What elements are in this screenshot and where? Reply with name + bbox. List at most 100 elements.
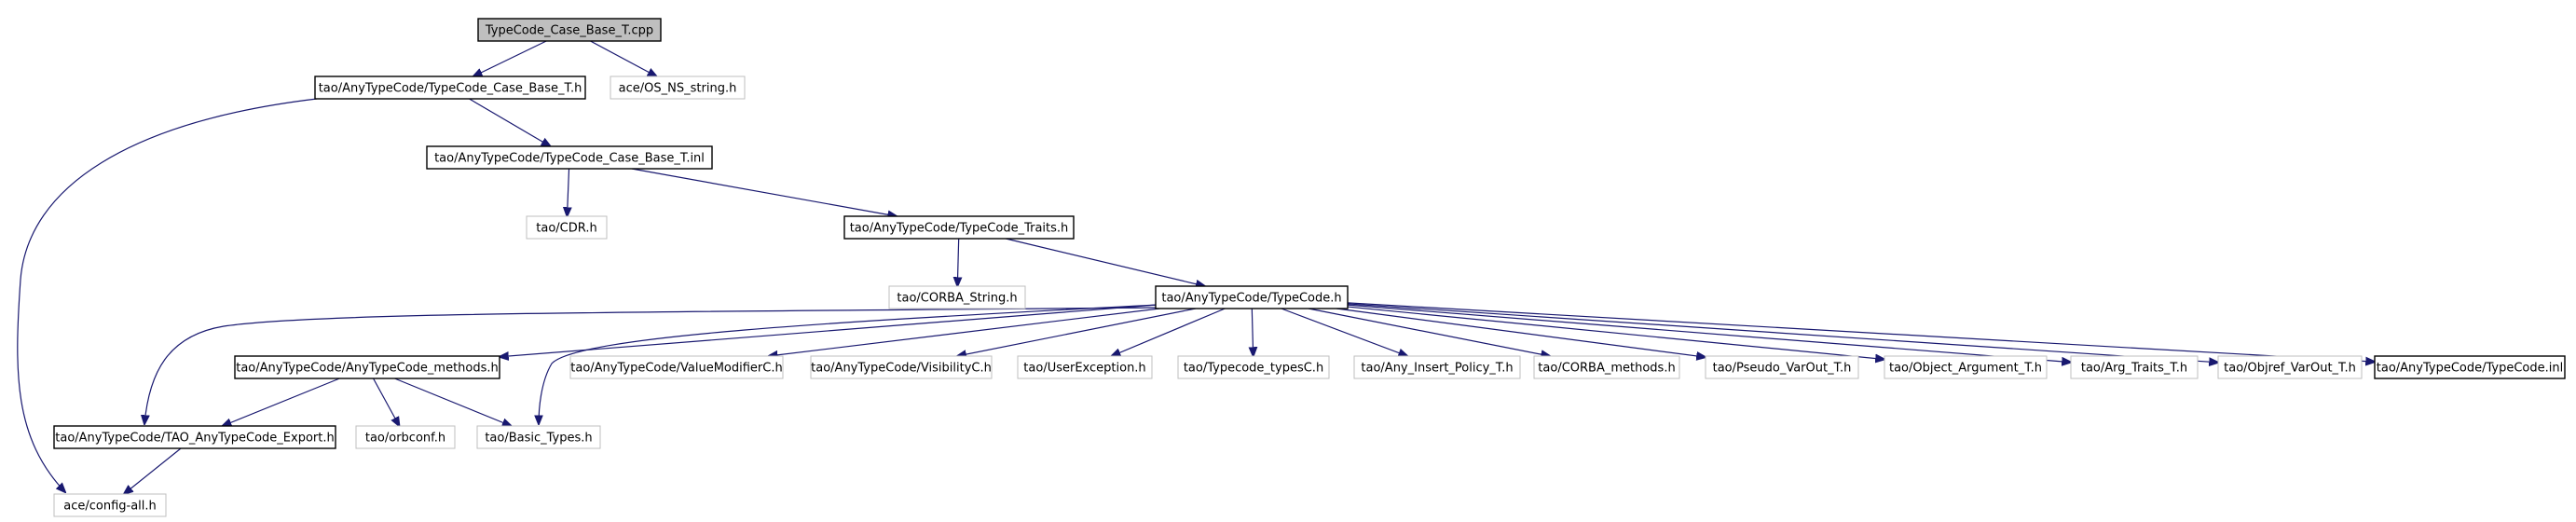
node-box [526,215,608,240]
node-os-ns-string: ace/OS_NS_string.h [610,76,746,100]
node-label: tao/AnyTypeCode/TypeCode_Traits.h [850,222,1069,236]
node-box [314,76,586,100]
edge-typecode_h-to-argtraits [1347,304,2071,362]
node-label: tao/AnyTypeCode/VisibilityC.h [811,362,992,376]
node-box [234,355,500,379]
node-box [1177,355,1330,379]
edge-typecode_h-to-userexc [1112,308,1226,356]
node-box [2374,355,2566,379]
edge-typecode_h-to-export [144,307,1157,424]
edge-typecode_h-to-basic_types [539,304,1158,424]
edge-typecode_h-to-objarg [1347,306,1884,359]
node-label: tao/AnyTypeCode/TypeCode_Case_Base_T.inl [434,152,705,166]
node-box [1353,355,1521,379]
node-box [1705,355,1859,379]
edge-methods-to-orbconf [373,378,400,426]
edge-traits-to-typecode_h [1006,238,1205,286]
edge-typecode_h-to-pseudo [1336,308,1706,357]
edge-case_base_h-to-config_all [17,98,318,492]
node-box [1884,355,2048,379]
nodes-layer: TypeCode_Case_Base_T.cpp tao/AnyTypeCode/… [53,18,2566,517]
node-valuemod: tao/AnyTypeCode/ValueModifierC.h [569,355,784,379]
edge-export-to-config_all [124,447,182,494]
node-box [2217,355,2363,379]
node-box [888,285,1026,309]
node-label: tao/CORBA_String.h [897,292,1017,306]
node-box [355,425,456,449]
node-root[interactable]: TypeCode_Case_Base_T.cpp [477,18,662,42]
node-corba-string: tao/CORBA_String.h [888,285,1026,309]
node-methods[interactable]: tao/AnyTypeCode/AnyTypeCode_methods.h [234,355,500,379]
edge-root-to-os_ns_string [590,40,656,76]
edge-case_base_h-to-case_base_inl [469,98,550,146]
node-argtraits: tao/Arg_Traits_T.h [2070,355,2199,379]
node-label: tao/Object_Argument_T.h [1889,362,2042,376]
node-label: tao/AnyTypeCode/TAO_AnyTypeCode_Export.h [55,432,334,446]
node-label: tao/AnyTypeCode/TypeCode.inl [2377,362,2563,376]
node-box [843,215,1075,240]
node-label: tao/orbconf.h [365,432,445,446]
node-label: tao/Objref_VarOut_T.h [2224,362,2356,376]
node-orbconf: tao/orbconf.h [355,425,456,449]
edge-typecode_h-to-objref [1347,303,2218,363]
node-label: ace/OS_NS_string.h [619,82,737,96]
node-label: tao/Arg_Traits_T.h [2081,362,2187,376]
edge-methods-to-basic_types [394,378,511,426]
node-case-base-h[interactable]: tao/AnyTypeCode/TypeCode_Case_Base_T.h [314,76,586,100]
node-box [610,76,746,100]
node-box [53,425,336,449]
edge-root-to-case_base_h [473,40,547,76]
node-objarg: tao/Object_Argument_T.h [1884,355,2048,379]
node-anyinsert: tao/Any_Insert_Policy_T.h [1353,355,1521,379]
node-visibility: tao/AnyTypeCode/VisibilityC.h [810,355,993,379]
node-label: tao/Basic_Types.h [485,432,592,446]
node-label: tao/Typecode_typesC.h [1184,362,1323,376]
node-userexc: tao/UserException.h [1017,355,1153,379]
node-label: ace/config-all.h [63,500,157,514]
node-export[interactable]: tao/AnyTypeCode/TAO_AnyTypeCode_Export.h [53,425,336,449]
node-box [426,145,713,170]
edges-layer [17,40,2375,494]
node-label: tao/Pseudo_VarOut_T.h [1713,362,1852,376]
node-box [1533,355,1680,379]
node-case-base-inl[interactable]: tao/AnyTypeCode/TypeCode_Case_Base_T.inl [426,145,713,170]
node-typesc: tao/Typecode_typesC.h [1177,355,1330,379]
node-label: TypeCode_Case_Base_T.cpp [485,24,653,38]
node-basic-types: tao/Basic_Types.h [476,425,601,449]
edge-typecode_h-to-typesc [1252,308,1253,356]
edge-typecode_h-to-valuemod [769,308,1160,356]
node-box [476,425,601,449]
edge-traits-to-corba_string [957,238,958,286]
edge-case_base_inl-to-traits [631,168,897,216]
node-box [2070,355,2199,379]
edge-case_base_inl-to-cdr [567,168,569,216]
node-box [1155,285,1349,309]
node-label: tao/CDR.h [536,222,596,236]
node-box [53,493,167,517]
node-box [569,355,784,379]
node-cdr: tao/CDR.h [526,215,608,240]
node-label: tao/Any_Insert_Policy_T.h [1361,362,1513,376]
node-label: tao/AnyTypeCode/AnyTypeCode_methods.h [236,362,499,376]
node-label: tao/CORBA_methods.h [1538,362,1675,376]
node-objref: tao/Objref_VarOut_T.h [2217,355,2363,379]
node-box [477,18,662,42]
node-pseudo: tao/Pseudo_VarOut_T.h [1705,355,1859,379]
node-config-all: ace/config-all.h [53,493,167,517]
edge-typecode_h-to-typecode_inl [1347,302,2375,362]
node-label: tao/AnyTypeCode/TypeCode_Case_Base_T.h [319,82,582,96]
edge-typecode_h-to-anyinsert [1281,308,1407,356]
edge-typecode_h-to-corba_methods [1308,308,1550,356]
edge-typecode_h-to-visibility [957,308,1196,356]
node-box [810,355,993,379]
node-typecode-h[interactable]: tao/AnyTypeCode/TypeCode.h [1155,285,1349,309]
edge-typecode_h-to-methods [500,304,1157,357]
node-label: tao/UserException.h [1023,362,1145,376]
node-corba-methods: tao/CORBA_methods.h [1533,355,1680,379]
node-typecode-inl[interactable]: tao/AnyTypeCode/TypeCode.inl [2374,355,2566,379]
node-label: tao/AnyTypeCode/TypeCode.h [1161,292,1341,306]
node-box [1017,355,1153,379]
node-traits[interactable]: tao/AnyTypeCode/TypeCode_Traits.h [843,215,1075,240]
edge-methods-to-export [223,378,340,426]
